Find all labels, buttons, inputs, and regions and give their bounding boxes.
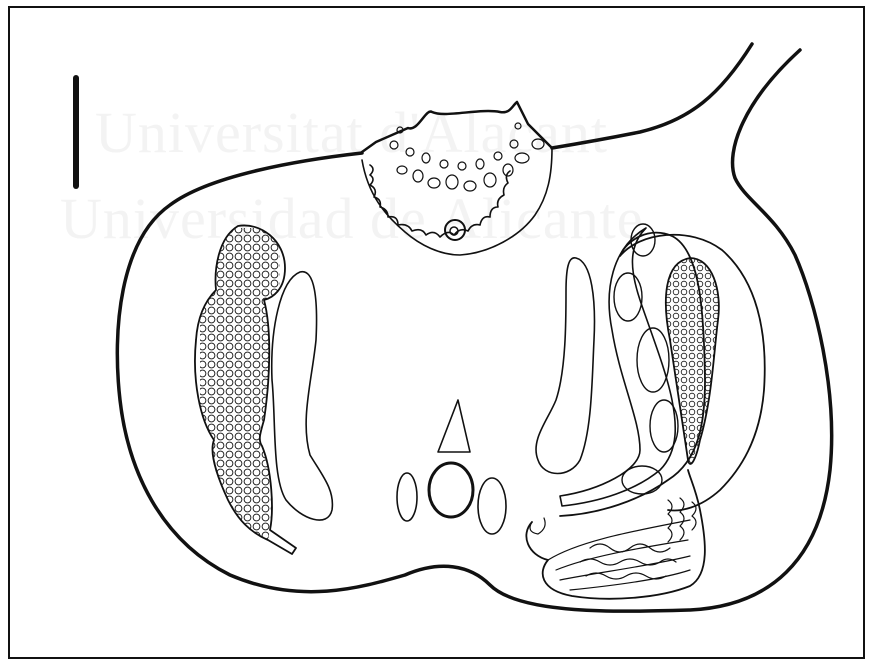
dorsal-cells: [390, 123, 544, 191]
right-gland-cells: [662, 258, 720, 468]
left-lumen: [272, 272, 333, 520]
central-oval-right: [478, 478, 506, 534]
central-oval-left: [397, 473, 417, 521]
central-oval-main: [429, 463, 473, 517]
neck-inner: [552, 44, 752, 148]
central-triangle: [438, 400, 470, 452]
right-lumen: [536, 258, 594, 474]
right-duct-outer: [560, 233, 765, 516]
coiled-ducts: [530, 498, 696, 590]
